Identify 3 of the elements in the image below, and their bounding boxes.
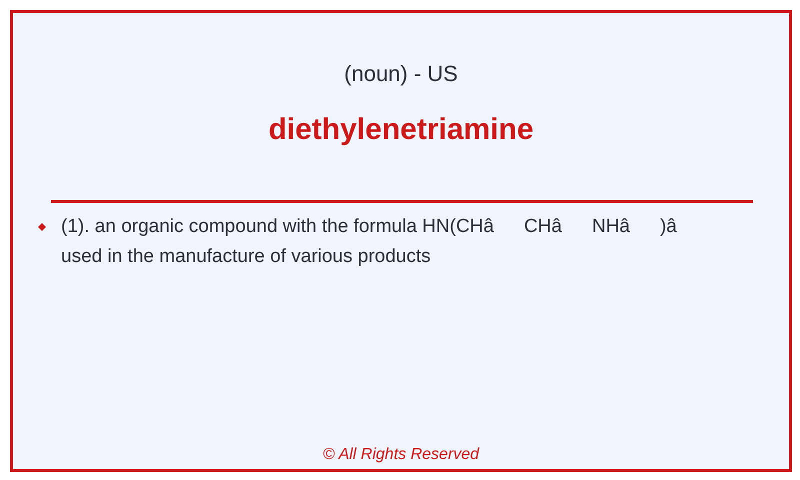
copyright-notice: © All Rights Reserved (322, 446, 480, 463)
part-of-speech: (noun) - US (344, 61, 458, 86)
headword: diethylenetriamine (268, 113, 534, 146)
